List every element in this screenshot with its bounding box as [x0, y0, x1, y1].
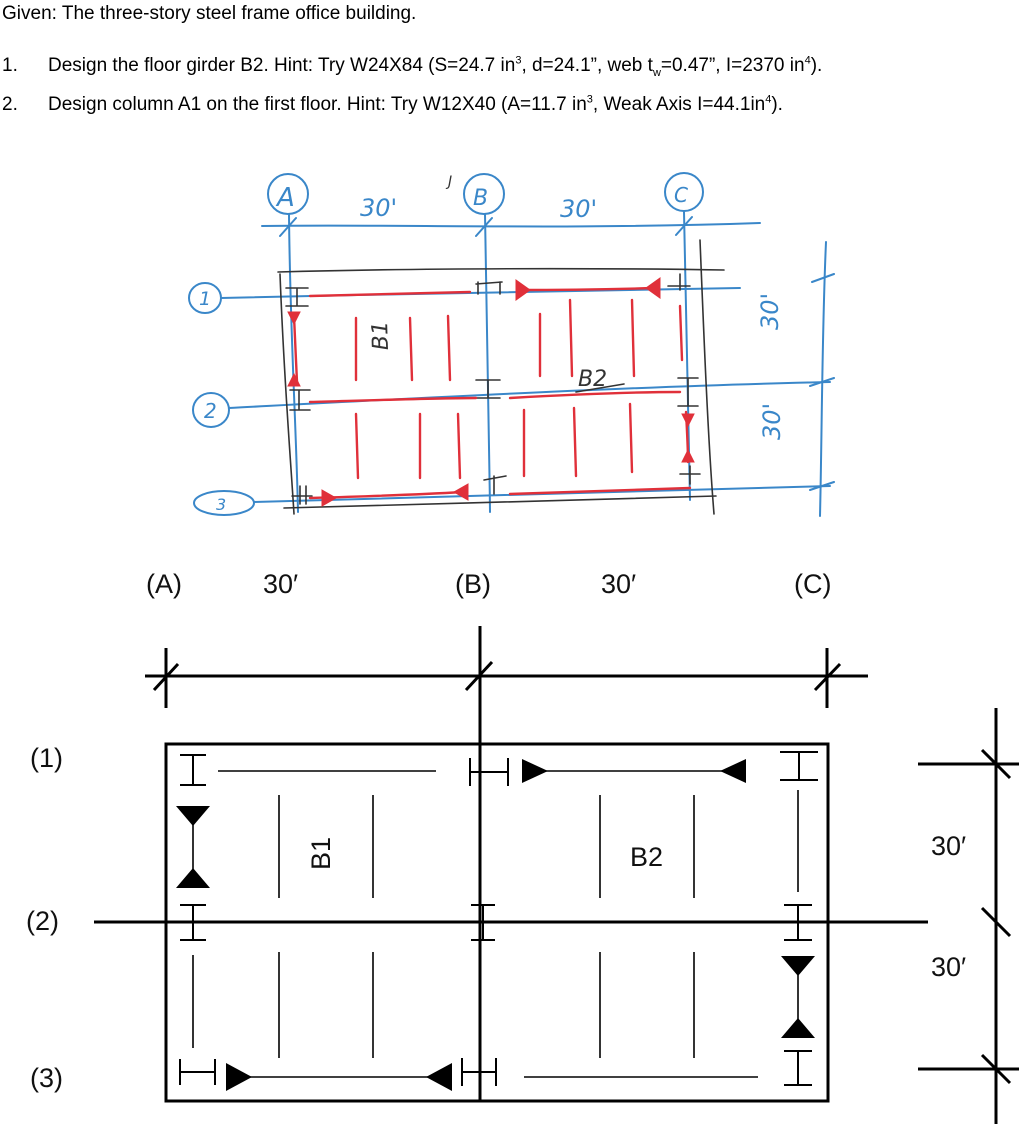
question-2-text-b: , Weak Axis I=44.1in [592, 94, 766, 115]
given-statement: Given: The three-story steel frame offic… [2, 3, 417, 24]
column-a2 [180, 904, 206, 941]
moment-connection-a3 [226, 1063, 252, 1091]
moment-connection-c2-down [781, 956, 815, 976]
sketch-b2-underline [575, 383, 625, 393]
question-1-sub: w [652, 66, 661, 79]
column-b3 [461, 1058, 497, 1086]
span-top-1: 30′ [263, 569, 298, 599]
sketch-col-label-a: A [275, 183, 295, 213]
sketch-span-y-1: 30' [756, 293, 784, 330]
top-dim-tick-c [813, 662, 842, 692]
column-b2 [471, 904, 495, 941]
sketch-beams [287, 277, 695, 507]
question-1-text-c: =0.47”, I=2370 in [660, 55, 805, 76]
span-right-1: 30′ [931, 831, 966, 861]
question-1: 1. Design the floor girder B2. Hint: Try … [0, 54, 823, 79]
column-a3 [179, 1059, 216, 1085]
sketch-top-dim-line [261, 222, 761, 228]
column-b1 [469, 758, 509, 786]
question-2-text-c: ). [771, 94, 783, 115]
column-c3 [784, 1050, 812, 1086]
column-a1 [180, 754, 206, 786]
row-label-2: (2) [26, 906, 59, 936]
question-2-number: 2. [2, 94, 18, 115]
sketch-grid-a [288, 213, 299, 513]
question-1-text-b: , d=24.1”, web t [521, 55, 653, 76]
moment-connection-c1 [720, 759, 746, 783]
beams [192, 770, 799, 1078]
question-1-sup-a: 3 [515, 54, 522, 67]
question-2-sup-a: 3 [586, 93, 593, 106]
col-label-b: (B) [455, 569, 491, 599]
moment-connection-c3-up [781, 1018, 815, 1038]
row-label-1: (1) [30, 743, 63, 773]
top-dim-tick-a [152, 662, 180, 692]
sketch-grid-b [484, 213, 491, 513]
col-label-c: (C) [794, 569, 831, 599]
right-dim-tick-1 [980, 748, 1012, 780]
sketch-grid-1 [220, 287, 741, 299]
sketch-outline-left [279, 273, 295, 515]
sketch-row-label-1: 1 [199, 288, 211, 310]
sketch-columns [285, 273, 701, 505]
sketch-outline-right [699, 239, 715, 515]
sketch-beam-b1: B1 [368, 321, 394, 351]
moment-connection-a1-down [176, 806, 210, 826]
sketch-col-label-b: B [473, 186, 488, 211]
question-2: 2. Design column A1 on the first floor. H… [0, 94, 783, 116]
sketch-right-dim-ticks [809, 273, 835, 491]
sketch-outline-top [277, 267, 725, 273]
sketch-right-dim-line [819, 241, 827, 517]
sketch-span-y-2: 30' [758, 403, 786, 440]
sketch-outline-bottom [283, 495, 717, 509]
sketch-row-bubble-2 [192, 392, 230, 428]
sketch-span-x-1: 30' [360, 194, 397, 222]
question-2-sup-b: 4 [765, 93, 772, 106]
sketch-grid-2 [228, 381, 831, 409]
moment-connection-b1-right [522, 759, 548, 783]
sketch-span-x-2: 30' [560, 195, 597, 223]
question-2-text-a: Design column A1 on the first floor. Hin… [48, 94, 587, 115]
column-c2 [784, 904, 812, 941]
row-label-3: (3) [30, 1063, 63, 1093]
beam-label-b1: B1 [306, 837, 336, 870]
question-1-number: 1. [2, 55, 18, 76]
framing-plan: (A) (B) (C) 30′ 30′ (1) (2) (3) 30′ 30′ [26, 569, 1019, 1124]
moment-connection-a2-up [176, 868, 210, 888]
column-c1 [780, 751, 818, 781]
question-1-text-d: ). [810, 55, 823, 76]
question-1-sup-b: 4 [804, 54, 811, 67]
sketch-row-label-2: 2 [204, 399, 217, 423]
col-label-a: (A) [146, 569, 182, 599]
beam-label-b2: B2 [630, 842, 663, 872]
sketch-row-label-3: 3 [216, 495, 226, 514]
building-outline [164, 742, 830, 1103]
moment-connection-b3 [426, 1063, 452, 1091]
right-dim-tick-3 [980, 1053, 1012, 1085]
sketch-row-bubble-3 [193, 490, 255, 516]
question-1-text-a: Design the floor girder B2. Hint: Try W2… [48, 55, 516, 76]
columns [179, 751, 818, 1086]
hand-sketch: A B C J 30' 30' 1 2 3 30' 30' [188, 172, 835, 517]
span-right-2: 30′ [931, 952, 966, 982]
span-top-2: 30′ [601, 569, 636, 599]
right-dim-tick-2 [980, 906, 1012, 938]
moment-connections [176, 759, 815, 1091]
sketch-col-label-c: C [674, 183, 688, 207]
sketch-stray-mark: J [445, 174, 452, 190]
